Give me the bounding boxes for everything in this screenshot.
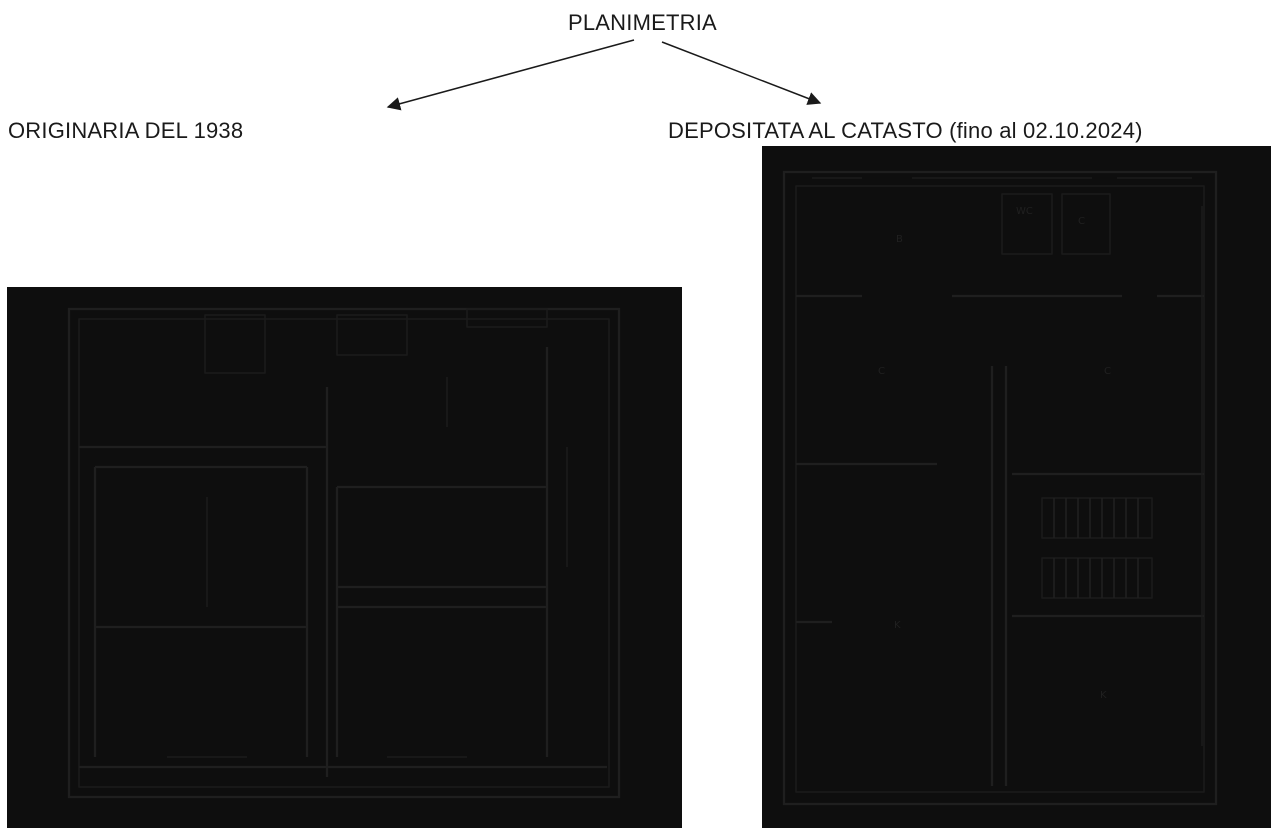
- right-plan-label: DEPOSITATA AL CATASTO (fino al 02.10.202…: [668, 118, 1143, 143]
- staircase: [1041, 497, 1153, 599]
- room-letter: B: [896, 234, 903, 245]
- diagram-title: PLANIMETRIA: [568, 10, 717, 35]
- room-letter: K: [894, 620, 901, 631]
- arrow-left: [386, 39, 635, 111]
- room-letter: K: [1100, 690, 1107, 701]
- room-letter: C: [878, 366, 885, 377]
- room-letter: C: [1078, 216, 1085, 227]
- left-plan-label: ORIGINARIA DEL 1938: [8, 118, 244, 143]
- room-letter: C: [1104, 366, 1111, 377]
- original-1938-floor-plan: [7, 287, 682, 828]
- arrow-right: [661, 41, 822, 105]
- cadastral-floor-plan: B WC C C C K K: [762, 146, 1271, 828]
- room-letter: WC: [1016, 206, 1033, 217]
